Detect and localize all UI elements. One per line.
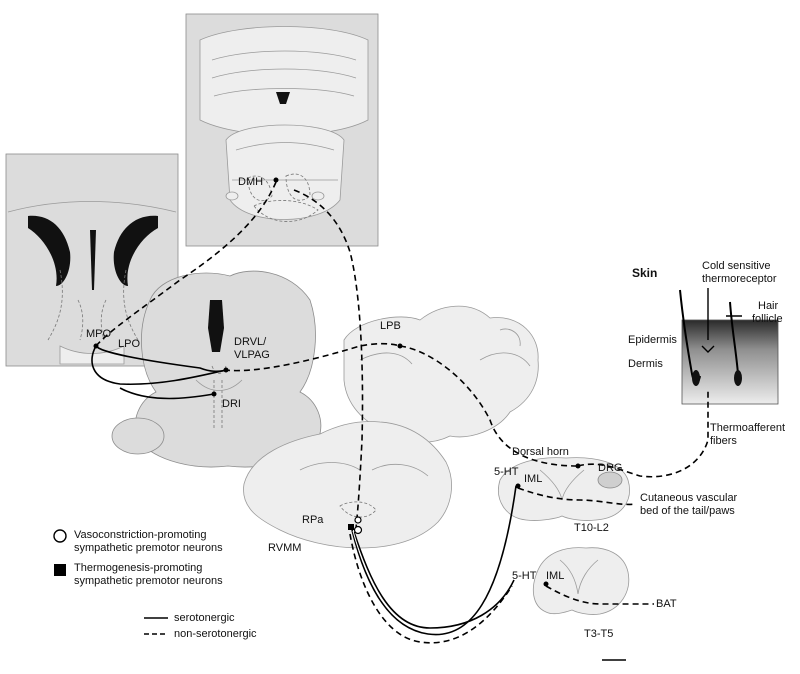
skin-panel [679,288,779,405]
label-drvl: DRVL/ [234,336,267,348]
legend-serotonergic: serotonergic [174,612,235,624]
spinal-cord-t10-l2 [498,457,630,521]
label-follicle: follicle [752,313,783,325]
label-iml-upper: IML [524,473,543,485]
label-bat: BAT [656,598,677,610]
non-serotonergic-pathways [95,181,709,644]
label-dermis: Dermis [628,358,663,370]
label-thermoreceptor: thermoreceptor [702,273,777,285]
label-vlpag: VLPAG [234,349,270,361]
label-mpo: MPO [86,328,112,340]
label-rvmm: RVMM [268,542,302,554]
label-epidermis: Epidermis [628,334,677,346]
label-rpa: RPa [302,514,324,526]
pons-section [343,305,539,443]
medulla-section [243,421,452,549]
legend-vaso-line2: sympathetic premotor neurons [74,542,223,554]
label-cutaneous-2: bed of the tail/paws [640,505,735,517]
legend-non-serotonergic: non-serotonergic [174,628,257,640]
label-drg: DRG [598,462,623,474]
legend-thermo-line1: Thermogenesis-promoting [74,562,203,574]
label-dri: DRI [222,398,241,410]
label-5ht-upper: 5-HT [494,466,519,478]
dmh-brain-section [185,13,379,247]
label-t3-t5: T3-T5 [584,628,614,640]
spinal-cord-t3-t5 [532,547,630,615]
label-cutaneous-1: Cutaneous vascular [640,492,738,504]
label-dmh: DMH [238,176,264,188]
neuron-nodes [93,177,581,587]
label-hair: Hair [758,300,779,312]
legend-thermo-line2: sympathetic premotor neurons [74,575,223,587]
legend-vaso-line1: Vasoconstriction-promoting [74,529,207,541]
label-lpo: LPO [118,338,141,350]
label-cold-sensitive: Cold sensitive [702,260,771,272]
skin-title: Skin [632,266,658,280]
label-dorsal-horn: Dorsal horn [512,446,569,458]
legend-symbols [53,529,168,635]
label-t10-l2: T10-L2 [574,522,609,534]
label-thermoafferent-1: Thermoafferent [710,422,786,434]
label-thermoafferent-2: fibers [710,435,737,447]
label-5ht-lower: 5-HT [512,570,537,582]
label-iml-lower: IML [546,570,565,582]
label-lpb: LPB [380,320,401,332]
serotonergic-pathways [91,345,517,636]
